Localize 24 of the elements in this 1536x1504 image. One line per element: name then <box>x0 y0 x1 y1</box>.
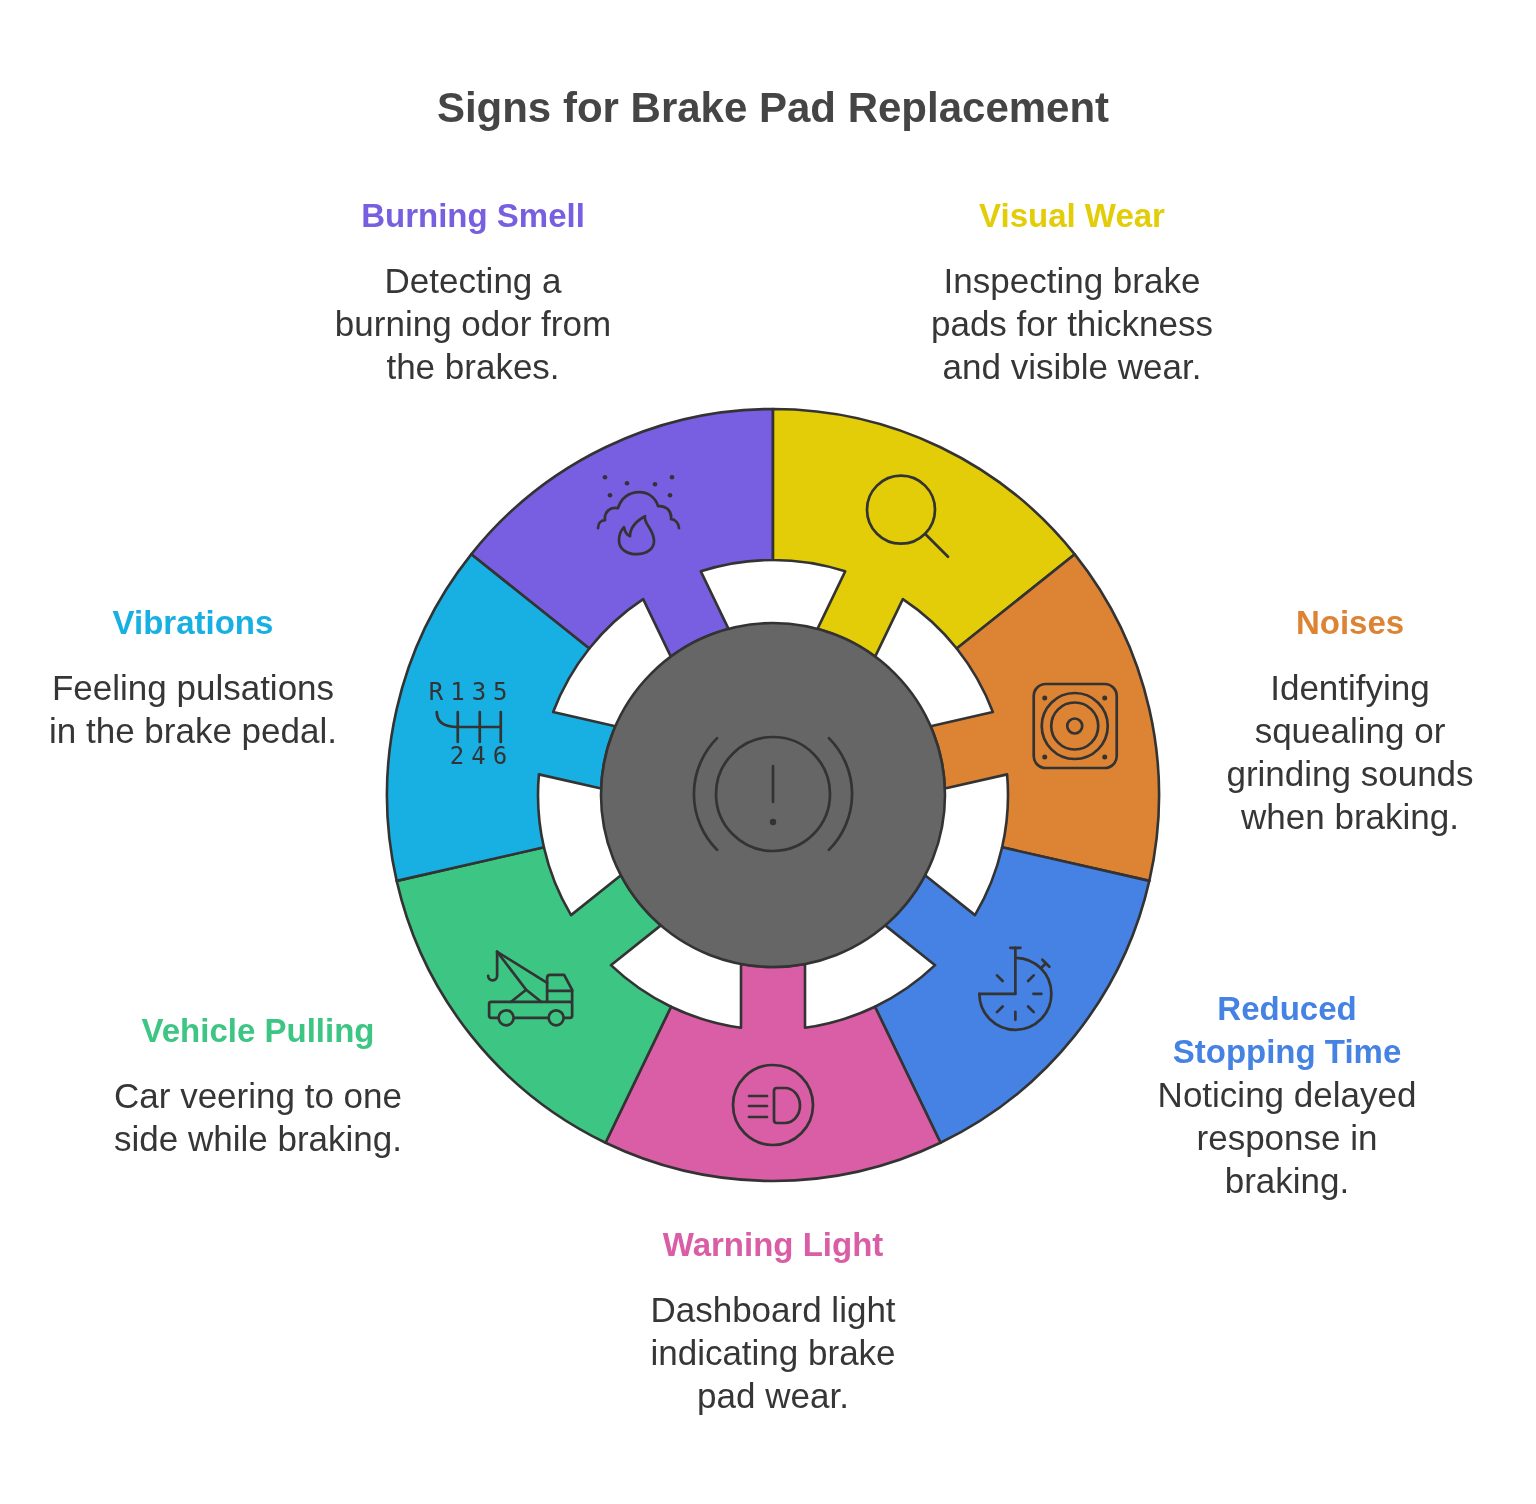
segment-description: Noticing delayed response in braking. <box>1156 1073 1418 1202</box>
segment-description: Detecting a burning odor from the brakes. <box>333 259 613 388</box>
segment-title: Noises <box>1295 602 1405 643</box>
segment-title: Burning Smell <box>361 195 585 236</box>
segment-title: Vibrations <box>112 602 274 643</box>
segment-description: Dashboard light indicating brake pad wear. <box>649 1288 897 1417</box>
segment-title: Reduced Stopping Time <box>1171 988 1403 1072</box>
segment-description: Feeling pulsations in the brake pedal. <box>48 666 338 752</box>
hub-circle <box>599 621 947 969</box>
segment-description: Car veering to one side while braking. <box>113 1074 403 1160</box>
gear-numbers: R135 <box>428 680 515 704</box>
ring-segment <box>604 962 942 1182</box>
segment-description: Inspecting brake pads for thickness and visible wear. <box>929 259 1215 388</box>
ring-segment <box>385 553 617 883</box>
ring-segment <box>469 407 775 658</box>
segment-description: Identifying squealing or grinding sounds when braking. <box>1225 666 1475 838</box>
segment-title: Warning Light <box>662 1224 884 1265</box>
gear-numbers: 246 <box>449 744 515 768</box>
ring-segment <box>771 407 1077 658</box>
diagram-title: Signs for Brake Pad Replacement <box>436 84 1110 132</box>
ring-segment <box>873 846 1151 1145</box>
segment-title: Visual Wear <box>979 195 1165 236</box>
ring-segment <box>929 553 1161 883</box>
segment-title: Vehicle Pulling <box>141 1010 375 1051</box>
